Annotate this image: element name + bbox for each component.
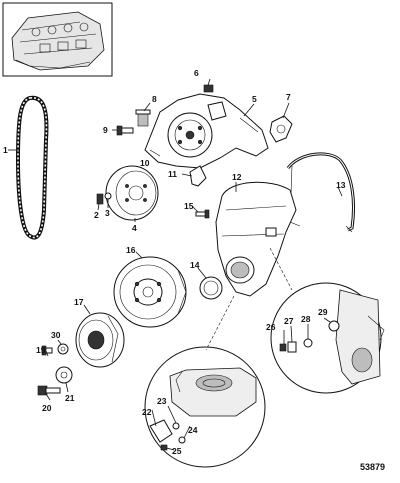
pump-bolt bbox=[116, 125, 134, 136]
callout-25: 25 bbox=[172, 446, 182, 456]
callout-11: 11 bbox=[168, 169, 177, 179]
callout-29: 29 bbox=[318, 307, 328, 317]
callout-19: 19 bbox=[36, 345, 46, 355]
bracket bbox=[189, 165, 207, 187]
callout-12: 12 bbox=[232, 172, 242, 182]
callout-27: 27 bbox=[284, 316, 294, 326]
callout-labels: 1 2 3 4 5 6 7 8 9 10 11 12 13 15 14 16 1… bbox=[3, 68, 385, 472]
detail-view-right bbox=[270, 282, 385, 394]
callout-21: 21 bbox=[65, 393, 75, 403]
callout-1: 1 bbox=[3, 145, 8, 155]
timing-cover-gasket bbox=[286, 152, 355, 233]
figure-number: 53879 bbox=[360, 462, 385, 472]
callout-22: 22 bbox=[142, 407, 152, 417]
timing-cover bbox=[215, 181, 297, 297]
callout-23: 23 bbox=[157, 396, 167, 406]
callout-20: 20 bbox=[42, 403, 52, 413]
callout-6: 6 bbox=[194, 68, 199, 78]
leader-lines bbox=[45, 78, 343, 451]
callout-4: 4 bbox=[132, 223, 137, 233]
callout-17: 17 bbox=[74, 297, 84, 307]
water-pump-gasket bbox=[269, 115, 293, 143]
water-pump-pulley bbox=[105, 165, 159, 221]
callout-8: 8 bbox=[152, 94, 157, 104]
pulley-bolt-small bbox=[41, 345, 53, 356]
harmonic-balancer bbox=[113, 256, 187, 328]
crankshaft-seal bbox=[199, 276, 223, 300]
callout-10: 10 bbox=[140, 158, 150, 168]
crankshaft-pulley bbox=[75, 312, 125, 368]
callout-16: 16 bbox=[126, 245, 136, 255]
callout-5: 5 bbox=[252, 94, 257, 104]
water-pump bbox=[144, 93, 269, 169]
callout-9: 9 bbox=[103, 125, 108, 135]
detail-view-bottom bbox=[144, 346, 266, 468]
pulley-washer bbox=[104, 192, 112, 200]
callout-28: 28 bbox=[301, 314, 311, 324]
detail-connectors bbox=[205, 247, 293, 351]
callout-24: 24 bbox=[188, 425, 198, 435]
callout-2: 2 bbox=[94, 210, 99, 220]
hose-fitting bbox=[135, 109, 151, 127]
callout-30: 30 bbox=[51, 330, 61, 340]
callout-15: 15 bbox=[184, 201, 194, 211]
callout-26: 26 bbox=[266, 322, 276, 332]
drive-belt bbox=[8, 95, 49, 240]
pulley-bolt bbox=[96, 193, 104, 205]
balancer-bolt bbox=[37, 385, 61, 396]
balancer-washer bbox=[57, 343, 69, 355]
cover-bolt bbox=[195, 209, 210, 219]
callout-3: 3 bbox=[105, 208, 110, 218]
callout-14: 14 bbox=[190, 260, 200, 270]
callout-13: 13 bbox=[336, 180, 346, 190]
callout-7: 7 bbox=[286, 92, 291, 102]
engine-block-inset bbox=[2, 2, 113, 77]
pipe-plug bbox=[203, 84, 214, 93]
balancer-large-washer bbox=[55, 366, 73, 384]
